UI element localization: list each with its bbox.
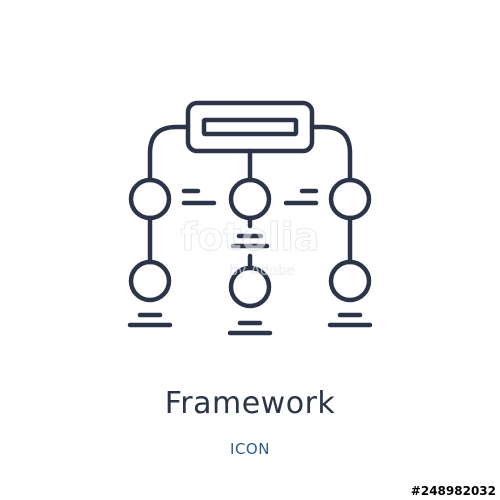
right-middle-node — [328, 177, 372, 221]
left-branch-line — [147, 124, 191, 183]
top-node-box — [185, 100, 315, 154]
icon-title: Framework — [164, 386, 336, 421]
icon-subtitle: ICON — [230, 440, 270, 458]
center-bottom-node — [228, 265, 272, 309]
center-middle-node — [228, 177, 272, 221]
left-middle-node — [128, 177, 172, 221]
top-node-inner-bar — [201, 117, 299, 137]
right-bottom-node — [328, 259, 372, 303]
stock-id-label: #248982032 — [404, 482, 500, 500]
framework-icon — [127, 100, 373, 336]
left-bottom-node — [128, 259, 172, 303]
right-branch-line — [309, 124, 353, 183]
